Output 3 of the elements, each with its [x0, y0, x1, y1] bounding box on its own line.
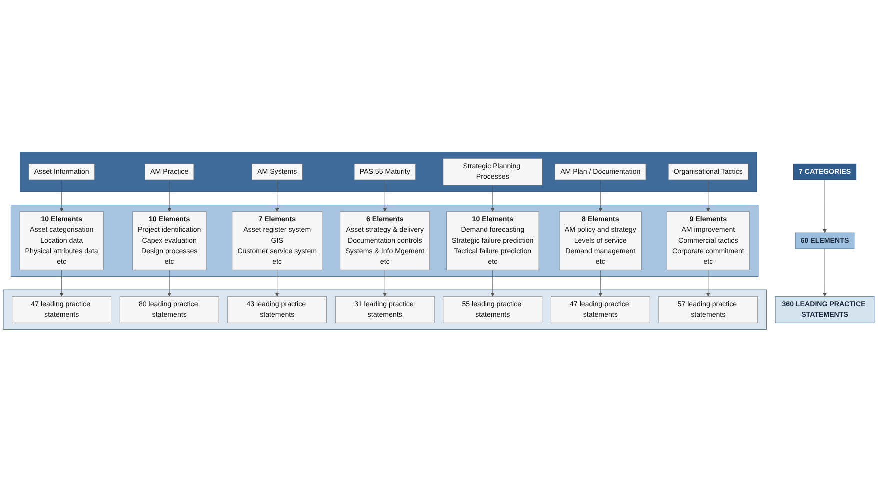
- cluster: [20, 152, 758, 192]
- cluster: [3, 290, 767, 330]
- cluster: [10, 205, 759, 277]
